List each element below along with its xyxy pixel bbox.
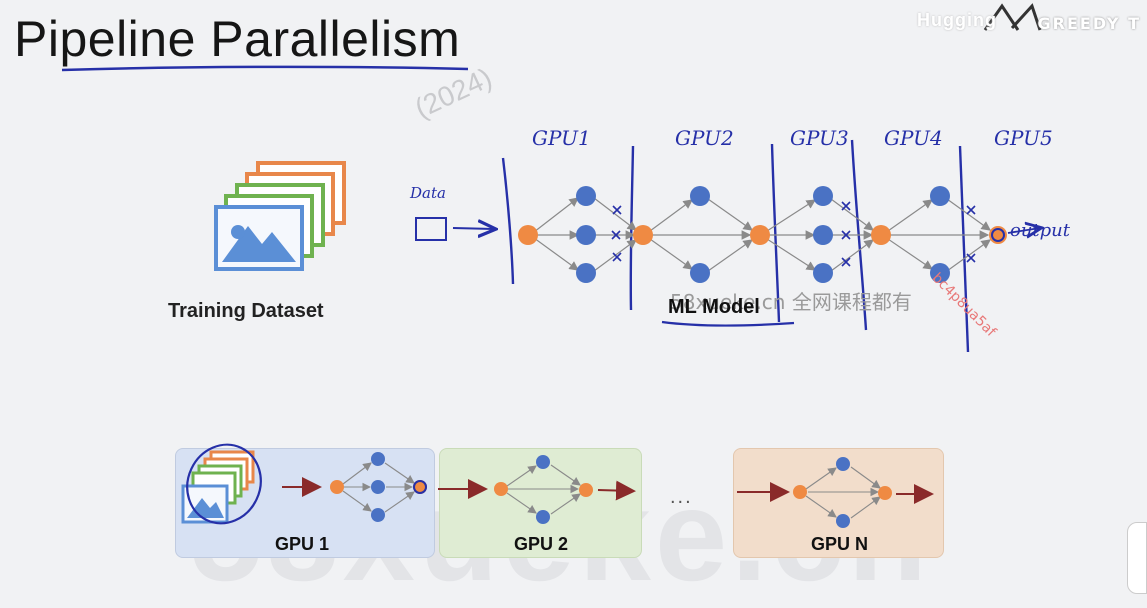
bottom-network-2 — [494, 455, 593, 524]
node-orange — [750, 225, 770, 245]
bottom-network-1 — [330, 452, 427, 522]
title-underline — [61, 65, 469, 72]
gpu-3-hand-label: GPU3 — [790, 126, 849, 150]
training-dataset-label: Training Dataset — [168, 300, 324, 322]
gpu-separators — [501, 139, 970, 353]
node-blue — [813, 186, 833, 206]
node-orange — [633, 225, 653, 245]
output-hand-label: output — [1010, 220, 1071, 241]
node-blue — [690, 263, 710, 283]
gpu-5-hand-label: GPU5 — [994, 126, 1053, 150]
watermark-mid: 58xueke.cn 全网课程都有 — [670, 290, 912, 314]
data-hand-label: Data — [410, 184, 446, 202]
logo-icon — [983, 3, 1042, 31]
gpu-2-hand-label: GPU2 — [675, 126, 734, 150]
gpu-1-hand-label: GPU1 — [532, 126, 591, 150]
node-blue — [813, 225, 833, 245]
network-nodes — [518, 186, 1007, 283]
node-orange — [871, 225, 891, 245]
node-blue — [576, 186, 596, 206]
hand-circle — [186, 443, 262, 525]
page-title: Pipeline Parallelism — [14, 11, 461, 67]
gpu-n-label: GPU N — [811, 534, 869, 554]
node-blue — [930, 263, 950, 283]
node-blue — [690, 186, 710, 206]
logo-text: GREEDY T — [1037, 14, 1141, 33]
gpu-4-hand-label: GPU4 — [884, 126, 943, 150]
ml-model-underline — [661, 320, 795, 327]
node-orange — [518, 225, 538, 245]
bottom-network-n — [793, 457, 892, 528]
node-blue — [576, 225, 596, 245]
diagram-canvas — [61, 3, 1147, 528]
gpu-1-label: GPU 1 — [275, 534, 330, 554]
ml-model-label: ML Model — [668, 296, 760, 318]
small-dataset-icon — [181, 450, 255, 524]
ellipsis: ... — [670, 486, 693, 508]
data-arrow — [452, 228, 494, 229]
output-arrow — [1007, 228, 1040, 233]
node-blue — [576, 263, 596, 283]
gpu-2-label: GPU 2 — [514, 534, 569, 554]
node-blue — [930, 186, 950, 206]
dataset-stack-icon — [214, 161, 346, 271]
side-handle[interactable] — [1127, 522, 1147, 594]
data-box — [415, 217, 447, 241]
cut-marks — [611, 201, 976, 267]
flow-arrows — [282, 477, 934, 504]
logo-faint-text: Hugging — [917, 10, 997, 30]
node-blue — [813, 263, 833, 283]
